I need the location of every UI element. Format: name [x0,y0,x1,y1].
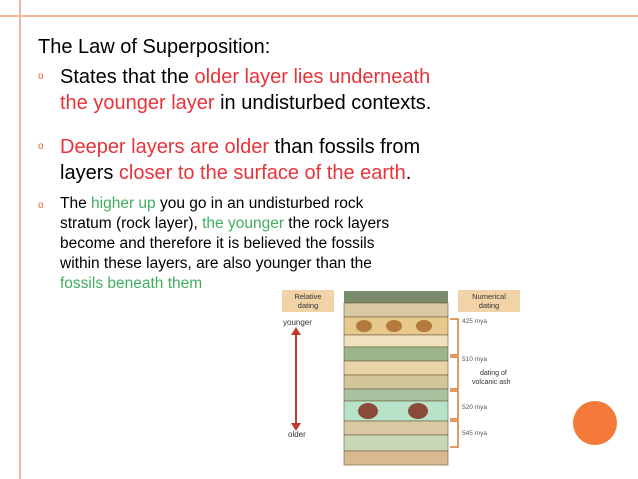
slide-frame-left [19,0,21,479]
strata-column [343,291,449,466]
bullet-marker: o [38,200,44,211]
rock-strata-figure: Relative dating Numerical dating younger… [282,290,520,466]
age-arrow-down [291,423,301,431]
slide-frame-top [0,15,638,17]
bullet-3-l2a: stratum (rock layer), [60,215,203,232]
bullet-marker: o [38,141,44,152]
bullet-3-l1c: you go in an undisturbed rock [155,195,364,212]
bullet-1-line1-plain: States that the [60,66,195,88]
bullet-1-line2-red: the younger layer [60,92,215,114]
bullet-1-line1-red: older layer lies underneath [194,66,431,88]
age-label-3: 545 mya [462,430,487,437]
bullet-3-l2c: the rock layers [283,215,390,232]
bullet-2-line2-red: closer to the surface of the earth [118,162,406,184]
bullet-3-l3: become and therefore it is believed the … [60,235,375,252]
age-label-0: 425 mya [462,318,487,325]
younger-label: younger [283,318,312,327]
age-label-1: 510 mya [462,356,487,363]
bullet-2-line1-red: Deeper layers are older [60,136,269,158]
bullet-2-text: Deeper layers are older than fossils fro… [60,134,420,186]
bullet-3-l4: within these layers, are also younger th… [60,255,372,272]
decorative-orange-circle [573,401,617,445]
bullet-marker: o [38,71,44,82]
relative-dating-label-2: dating [298,301,318,310]
dating-brackets [450,318,459,448]
bullet-2-line2-end: . [405,162,412,184]
bullet-2-line1-plain: than fossils from [269,136,421,158]
ash-label-1: dating of [480,370,507,377]
relative-dating-box [282,290,334,312]
bullet-3-text: The higher up you go in an undisturbed r… [60,194,389,294]
bullet-2-line2-plain: layers [60,162,119,184]
bullet-3-l1b: higher up [91,195,156,212]
numerical-dating-box [458,290,520,312]
numerical-dating-label-1: Numerical [472,292,506,301]
bullet-1-text: States that the older layer lies underne… [60,64,431,116]
ash-label-2: volcanic ash [472,379,511,386]
numerical-dating-label-2: dating [479,301,499,310]
bullet-1-line2-plain: in undisturbed contexts. [214,92,432,114]
relative-dating-label-1: Relative [294,292,321,301]
age-label-2: 520 mya [462,404,487,411]
age-arrow-up [291,327,301,335]
slide-title: The Law of Superposition: [38,36,271,58]
bullet-3-l2b: the younger [202,215,284,232]
older-label: older [288,430,306,439]
bullet-3-l1a: The [60,195,92,212]
bullet-3-l5: fossils beneath them [60,275,203,292]
